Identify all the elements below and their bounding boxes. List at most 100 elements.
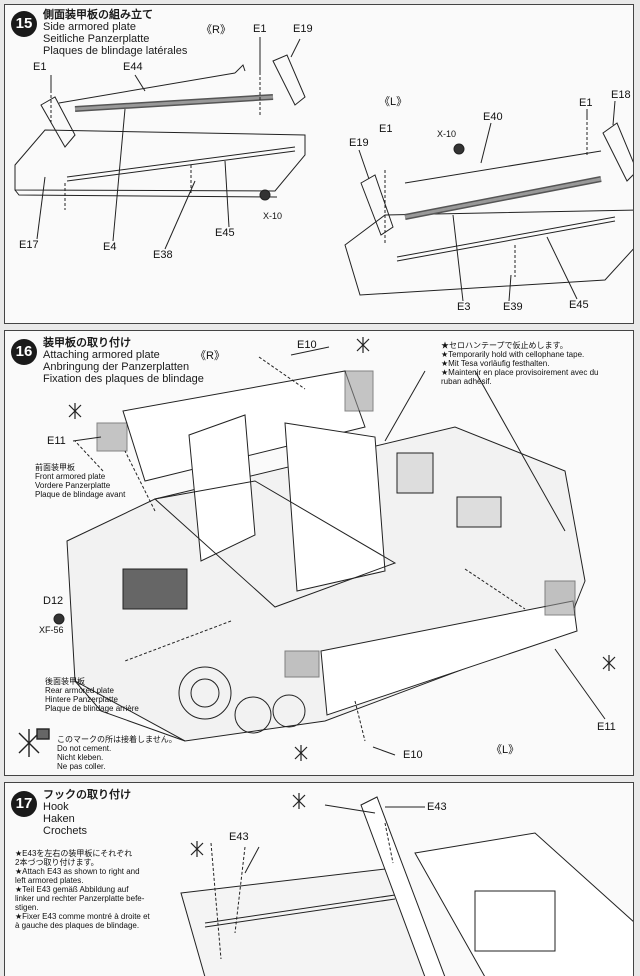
tape-patch [96,422,128,452]
x10-part [259,189,271,201]
plate-e19-r [272,54,306,106]
tape-note-jp: ★セロハンテープで仮止めします。 [441,341,568,350]
label-e19: E19 [293,23,313,35]
title-fr: Plaques de blindage latérales [43,45,188,57]
label-e40: E40 [483,111,503,123]
label-e39: E39 [503,301,523,313]
label-e10: E10 [403,749,423,761]
bulkhead-2 [284,422,386,592]
left-side-label: 《L》 [491,744,520,756]
note-line: ★E43を左右の装甲板にそれぞれ [15,849,133,858]
right-side-label: 《R》 [201,24,231,36]
armored-plate [180,868,436,976]
note-line: ★Attach E43 as shown to right and [15,867,140,876]
tape-note-de: ★Mit Tesa vorläufig festhalten. [441,359,550,368]
title-de: Haken [43,813,75,825]
no-cement-icon [18,728,50,757]
label-e1: E1 [253,23,267,35]
rod-e45 [66,146,296,178]
no-cement-legend: このマークの所は接着しません。 Do not cement. Nicht kle… [57,735,177,771]
title-en: Side armored plate [43,21,136,33]
step-16-panel: 16 装甲板の取り付け Attaching armored plate Anbr… [4,330,634,776]
tape-note-fr-cont: ruban adhésif. [441,377,492,386]
plate-left [320,600,578,716]
x10-part-l [453,143,465,155]
plate-e39 [344,209,633,296]
step-number: 16 [11,339,37,365]
tape-note-fr: ★Maintenir en place provisoirement avec … [441,368,599,377]
label-e3: E3 [457,301,471,313]
side-plate [360,796,446,976]
title-fr: Crochets [43,825,88,837]
no-cement-mark [68,403,82,419]
label-e19: E19 [349,137,369,149]
title-de: Anbringung der Panzerplatten [43,361,190,373]
left-side-label: 《L》 [379,96,408,108]
title-jp: フックの取り付け [43,789,131,801]
no-cement-mark [190,841,204,857]
step-number: 15 [11,11,37,37]
grille-1 [396,452,434,494]
rear-plate-en: Rear armored plate [45,686,114,695]
label-e43: E43 [229,831,249,843]
tape-note: ★セロハンテープで仮止めします。 ★Temporarily hold with … [441,341,598,386]
rod-e44 [58,72,236,104]
bulkhead-1 [188,414,256,562]
hull-detail [474,890,556,952]
plate-e19-l [360,174,394,236]
step-title: 装甲板の取り付け Attaching armored plate Anbring… [43,337,204,385]
label-d12: D12 [43,595,64,607]
right-side-label: 《R》 [195,350,225,362]
no-cement-mark [356,337,370,353]
tape-patch [284,650,320,678]
label-e10: E10 [297,339,317,351]
step-title: フックの取り付け Hook Haken Crochets [43,789,131,837]
label-e1: E1 [33,61,47,73]
no-cement-jp: このマークの所は接着しません。 [57,735,177,744]
label-e18: E18 [611,89,631,101]
no-cement-mark [292,793,306,809]
plate-e38 [14,129,306,192]
label-e17: E17 [19,239,39,251]
rear-plate-de: Hintere Panzerplatte [45,695,118,704]
label-x10: X-10 [437,129,457,139]
d12-part [53,613,65,625]
hull-side [414,832,633,976]
step-number: 17 [11,791,37,817]
plate-e17 [40,96,76,148]
front-plate-label: 前面装甲板 Front armored plate Vordere Panzer… [35,463,125,499]
tape-note-en: ★Temporarily hold with cellophane tape. [441,350,585,359]
label-e45: E45 [569,299,589,311]
label-e4: E4 [103,241,117,253]
track-links [122,568,188,610]
wheel [272,694,306,728]
front-plate-fr: Plaque de blindage avant [35,490,126,499]
no-cement-mark [602,655,616,671]
hook-note: ★E43を左右の装甲板にそれぞれ 2本づつ取り付けます。 ★Attach E43… [15,849,150,930]
no-cement-de: Nicht kleben. [57,753,104,762]
step-16-drawing [18,337,616,761]
no-cement-fr: Ne pas coller. [57,762,106,771]
front-plate-jp: 前面装甲板 [35,463,75,472]
rear-plate-fr: Plaque de blindage arrière [45,704,139,713]
label-e1: E1 [379,123,393,135]
tape-patch [344,370,374,412]
step-15-panel: 15 側面装甲板の組み立て Side armored plate Seitlic… [4,4,634,324]
title-de: Seitliche Panzerplatte [43,33,150,45]
label-e45: E45 [215,227,235,239]
note-line: left armored plates. [15,876,84,885]
label-e11: E11 [47,435,66,447]
rod-e40 [404,150,602,184]
step-17-drawing [180,793,633,976]
wheel [178,666,232,720]
plate-e18 [602,122,633,182]
tape-patch [544,580,576,616]
title-fr: Fixation des plaques de blindage [43,373,204,385]
no-cement-mark [294,745,308,761]
label-e1: E1 [579,97,593,109]
note-line: linker und rechter Panzerplatte befe- [15,894,145,903]
note-line: à gauche des plaques de blindage. [15,921,140,930]
front-plate-en: Front armored plate [35,472,106,481]
rod-e45-l [396,216,616,258]
wheel [234,696,272,734]
